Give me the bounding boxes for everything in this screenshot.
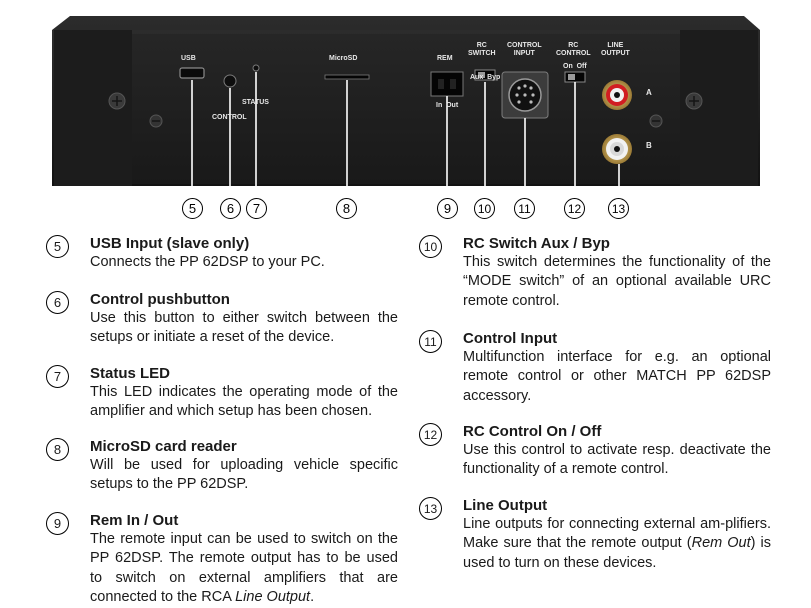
callout-7: 7 [246,198,267,219]
callout-13: 13 [608,198,629,219]
item-number: 5 [46,235,69,258]
item-title: RC Switch Aux / Byp [463,235,610,252]
item-title: MicroSD card reader [90,438,237,455]
item-description: Multifunction interface for e.g. an opti… [463,349,771,404]
status-led [252,64,260,72]
item-12: 12 RC Control On / Off Use this control … [419,422,771,480]
microsd-panel-label: MicroSD [329,55,358,62]
rem-in-out-label: In Out [436,102,459,109]
item-description: Will be used for uploading vehicle speci… [90,457,398,493]
on-off-label: On Off [563,63,587,70]
leader-lines [191,72,620,198]
callout-9: 9 [437,198,458,219]
item-number: 8 [46,438,69,461]
item-title: Control Input [463,330,558,347]
callout-10: 10 [474,198,495,219]
callout-12: 12 [564,198,585,219]
item-number: 7 [46,365,69,388]
microsd-slot [324,74,370,80]
screw-icon [685,92,703,110]
item-description: The remote input can be used to switch o… [90,531,398,605]
item-7: 7 Status LED This LED indicates the oper… [46,364,398,422]
status-panel-label: STATUS [242,99,269,106]
item-title: USB Input (slave only) [90,235,250,252]
control-panel-label: CONTROL [212,114,247,121]
rca-output-a [602,80,632,110]
amplifier-back-panel [52,16,760,198]
screw-icon [649,114,663,128]
item-8: 8 MicroSD card reader Will be used for u… [46,437,398,495]
callout-8: 8 [336,198,357,219]
screw-icon [108,92,126,110]
aux-byp-label: Aux Byp [470,74,501,81]
screw-icon [149,114,163,128]
rem-panel-label: REM [437,55,453,62]
connector-panel [132,34,680,184]
channel-a-label: A [646,88,652,97]
item-number: 12 [419,423,442,446]
callout-11: 11 [514,198,535,219]
control-button [223,74,237,88]
item-description: This switch determines the functionality… [463,254,771,309]
item-title: Line Output [463,497,548,514]
usb-panel-label: USB [181,55,196,62]
item-number: 11 [419,330,442,353]
item-number: 13 [419,497,442,520]
callout-5: 5 [182,198,203,219]
item-6: 6 Control pushbutton Use this button to … [46,290,398,348]
rem-terminal [430,71,464,97]
item-description: Connects the PP 62DSP to your PC. [90,254,325,270]
item-13: 13 Line Output Line outputs for connecti… [419,496,771,573]
usb-port [179,67,205,79]
item-title: Control pushbutton [90,291,230,308]
callout-6: 6 [220,198,241,219]
item-description: Use this control to activate resp. deact… [463,442,771,478]
item-number: 9 [46,512,69,535]
item-description: This LED indicates the operating mode of… [90,384,398,420]
item-title: Status LED [90,365,171,382]
item-description: Use this button to either switch between… [90,310,398,346]
item-title: RC Control On / Off [463,423,602,440]
item-title: Rem In / Out [90,512,179,529]
item-number: 6 [46,291,69,314]
item-5: 5 USB Input (slave only) Connects the PP… [46,234,398,272]
rca-output-b [602,134,632,164]
item-11: 11 Control Input Multifunction interface… [419,329,771,406]
item-number: 10 [419,235,442,258]
channel-b-label: B [646,141,652,150]
item-9: 9 Rem In / Out The remote input can be u… [46,511,398,607]
item-10: 10 RC Switch Aux / Byp This switch deter… [419,234,771,311]
item-description: Line outputs for connecting external am-… [463,516,771,571]
